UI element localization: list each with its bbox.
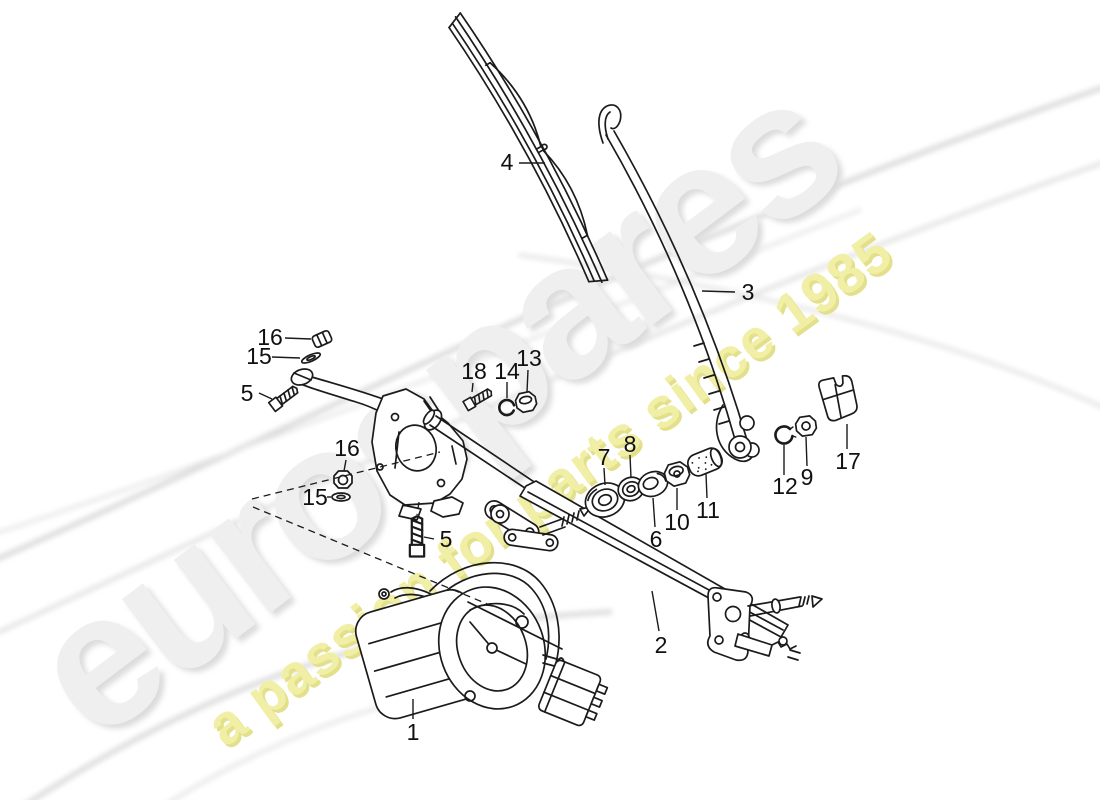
callout-leader-16-16 [284,337,312,340]
part-callout-12-12[interactable]: 12 [772,473,798,499]
nut-13-drawing [514,390,538,414]
assembly-guide-dashed-line-2 [252,506,498,609]
part-callout-15-15[interactable]: 15 [246,343,272,369]
part-callout-18-20[interactable]: 18 [461,358,487,384]
circlip-12-drawing [774,425,797,445]
nut-16-upper-drawing [311,329,333,349]
cap-17-drawing [818,374,858,422]
part-callout-5-5[interactable]: 5 [440,526,453,552]
washer-14-drawing [498,398,516,417]
nut-10-drawing [663,460,691,488]
part-callout-16-18[interactable]: 16 [334,435,360,461]
wiper-motor-drawing [354,561,609,727]
callout-leader-5-5 [423,536,435,540]
part-callout-11-11[interactable]: 11 [696,497,720,523]
part-callout-13-13[interactable]: 13 [516,345,542,371]
callout-leader-5-4 [258,392,273,400]
part-callout-4-3[interactable]: 4 [501,149,514,175]
part-callout-14-14[interactable]: 14 [494,358,520,384]
line-art-layer [267,12,858,727]
hex-bolt-lower-drawing [408,515,426,558]
part-callout-10-10[interactable]: 10 [664,509,690,535]
wiper-linkage-drawing [422,409,823,662]
callout-leader-9-9 [805,436,808,467]
part-callout-6-6[interactable]: 6 [650,526,663,552]
callout-leader-16-18 [343,459,347,472]
bushing-11-drawing [686,447,724,477]
wiper-blade-drawing [448,12,609,284]
washer-15-lower-drawing [331,492,351,502]
callout-leader-6-6 [652,497,656,528]
callout-leader-2-1 [651,590,660,632]
callout-leader-11-11 [705,473,708,499]
part-callout-15-17[interactable]: 15 [302,484,328,510]
part-callout-1-0[interactable]: 1 [407,719,420,745]
hex-bolt-upper-drawing [267,385,299,413]
part-callout-9-9[interactable]: 9 [801,464,814,490]
part-callout-7-7[interactable]: 7 [598,444,611,470]
background-swoosh-curves [0,85,1100,800]
grommet-7-drawing [584,482,626,518]
callout-leader-8-8 [629,454,632,479]
part-callout-17-19[interactable]: 17 [835,448,861,474]
part-callout-5-4[interactable]: 5 [241,380,254,406]
nut-16-lower-drawing [333,470,353,489]
callout-leader-7-7 [603,467,606,486]
nut-9-drawing [794,415,818,437]
washer-15-upper-drawing [300,352,322,364]
wiper-arm-drawing [598,104,760,463]
part-callout-2-1[interactable]: 2 [655,632,668,658]
part-callout-16-16[interactable]: 16 [257,324,283,350]
assembly-guide-dashed-line-1 [251,451,441,500]
callout-leader-3-2 [701,290,736,293]
bolt-18-drawing [462,388,493,412]
part-callout-3-2[interactable]: 3 [742,279,755,305]
callout-leader-15-15 [271,356,301,359]
assembly-guide-dashed-line-3 [416,501,420,516]
part-callout-8-8[interactable]: 8 [624,431,637,457]
callout-leader-18-20 [471,382,474,393]
callout-leader-13-13 [526,369,529,393]
mounting-bracket-drawing [290,368,468,521]
